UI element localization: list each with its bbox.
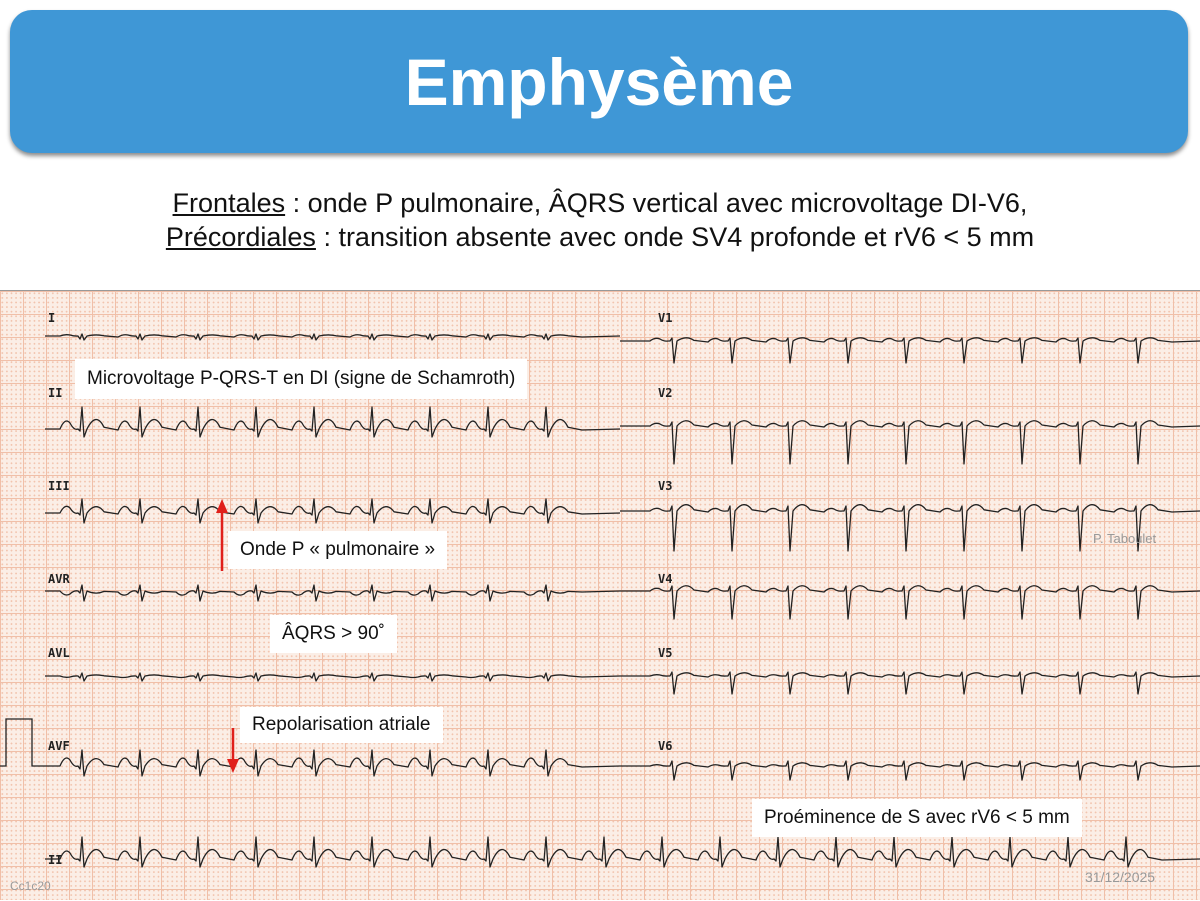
ecg-trace-avl <box>45 672 621 682</box>
subtitle: Frontales : onde P pulmonaire, ÂQRS vert… <box>0 186 1200 254</box>
lead-label-v5: V5 <box>658 646 673 660</box>
arrow-down-repolarisation-head <box>227 759 239 773</box>
lead-label-v1: V1 <box>658 311 673 325</box>
lead-label-i: I <box>48 311 56 325</box>
lead-label-avr: AVR <box>48 572 70 586</box>
calibration-pulse <box>0 718 45 767</box>
lead-label-v4: V4 <box>658 572 673 586</box>
ecg-trace-v2 <box>620 420 1200 465</box>
ecg-trace-v1 <box>620 337 1200 364</box>
ecg-trace-v3 <box>620 504 1200 552</box>
lead-label-v2: V2 <box>658 386 673 400</box>
lead-label-v6: V6 <box>658 739 673 753</box>
ecg-traces <box>0 333 1200 868</box>
slide-code: Cc1c20 <box>10 879 51 893</box>
annotation-repolarisation: Repolarisation atriale <box>240 707 443 743</box>
ecg-trace-rhythm-ii <box>45 836 1200 868</box>
lead-label-ii: II <box>48 386 63 400</box>
arrow-up-p-wave-head <box>216 499 228 513</box>
ecg-trace-iii <box>45 498 621 524</box>
lead-label-iii: III <box>48 479 70 493</box>
ecg-trace-avr <box>45 584 621 602</box>
ecg-trace-v5 <box>620 671 1200 695</box>
subtitle-line-2: Précordiales : transition absente avec o… <box>0 220 1200 254</box>
lead-label-rhythm-ii: II <box>48 853 63 867</box>
ecg-trace-ii <box>45 406 621 438</box>
lead-label-avf: AVF <box>48 739 70 753</box>
slide-title: Emphysème <box>404 44 794 119</box>
subtitle-line-1: Frontales : onde P pulmonaire, ÂQRS vert… <box>0 186 1200 220</box>
frontales-label: Frontales <box>172 188 286 218</box>
frontales-text: : onde P pulmonaire, ÂQRS vertical avec … <box>285 188 1028 218</box>
annotation-s-prominence: Proéminence de S avec rV6 < 5 mm <box>752 799 1082 837</box>
precordiales-text: : transition absente avec onde SV4 profo… <box>315 222 1035 252</box>
annotation-microvoltage: Microvoltage P-QRS-T en DI (signe de Sch… <box>75 359 528 399</box>
title-banner: Emphysème <box>10 10 1188 153</box>
ecg-trace-i <box>45 333 621 341</box>
author-credit: P. Taboulet <box>1093 531 1157 546</box>
ecg-trace-v6 <box>620 760 1200 781</box>
ecg-trace-avf <box>45 749 621 777</box>
ecg-tracing: I II III AVR AVL AVF II V1 V2 V3 V4 V5 V… <box>0 290 1200 900</box>
lead-label-avl: AVL <box>48 646 70 660</box>
annotation-p-wave: Onde P « pulmonaire » <box>228 531 448 569</box>
precordiales-label: Précordiales <box>165 222 316 252</box>
lead-label-v3: V3 <box>658 479 673 493</box>
ecg-trace-v4 <box>620 585 1200 620</box>
annotation-axis: ÂQRS > 90˚ <box>270 615 397 653</box>
slide-date: 31/12/2025 <box>1085 869 1156 885</box>
